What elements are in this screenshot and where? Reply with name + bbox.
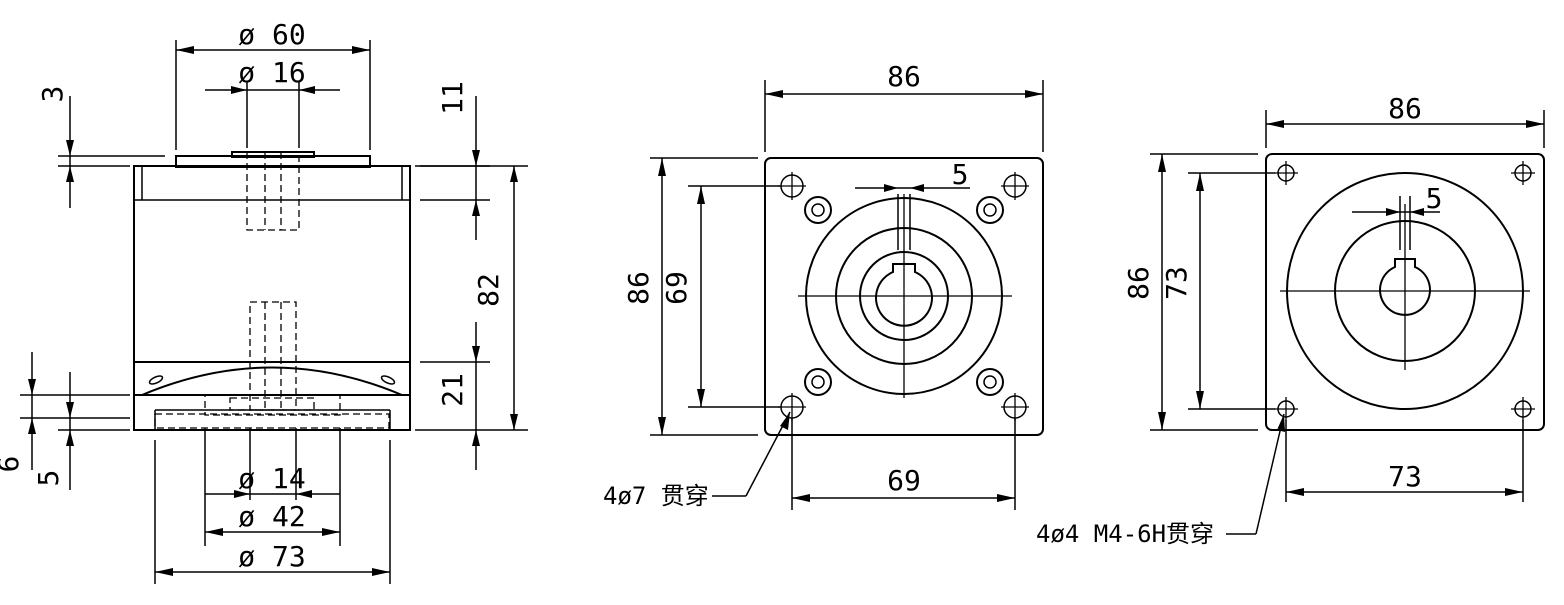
output-hole-note: 4ø7 贯穿 xyxy=(603,482,709,510)
dim-top-plate: 11 xyxy=(436,81,469,115)
input-face-view: 86 86 73 73 5 4ø4 M4-6H贯穿 xyxy=(1036,92,1545,548)
input-face-outline xyxy=(1265,153,1545,431)
dim-input-pitch-v: 73 xyxy=(1160,266,1193,300)
flange-dome xyxy=(141,366,403,396)
dim-input-height: 86 xyxy=(1122,266,1155,300)
dim-top-step: 3 xyxy=(36,86,69,103)
dim-output-height: 86 xyxy=(622,271,655,305)
hidden-top-shaft xyxy=(246,151,300,231)
housing-body xyxy=(133,165,411,431)
dim-output-pitch-h: 69 xyxy=(887,464,921,497)
side-view: ø 60 ø 16 3 11 82 21 xyxy=(0,18,528,584)
dim-bottom-flange-dia: ø 73 xyxy=(238,540,305,573)
dim-output-width: 86 xyxy=(887,60,921,93)
dim-input-keyway: 5 xyxy=(1426,182,1443,215)
dim-bottom-shaft-dia: ø 14 xyxy=(238,462,305,495)
dim-input-width: 86 xyxy=(1388,92,1422,125)
dim-base-step-inner: 5 xyxy=(32,470,65,487)
hidden-boss xyxy=(204,394,341,416)
output-shaft-bore xyxy=(875,263,933,327)
dim-base-step: 6 xyxy=(0,456,25,473)
output-face-outline xyxy=(764,157,1044,436)
dim-top-shaft-dia: ø 16 xyxy=(238,56,305,89)
tapped-hole-group xyxy=(1274,161,1535,421)
dim-total-height: 82 xyxy=(472,273,505,307)
input-hole-note: 4ø4 M4-6H贯穿 xyxy=(1036,520,1214,548)
dim-lower-section: 21 xyxy=(436,373,469,407)
input-shaft-bore xyxy=(1379,258,1431,316)
dim-bottom-boss-dia: ø 42 xyxy=(238,500,305,533)
dim-top-outer-dia: ø 60 xyxy=(238,18,305,51)
top-shaft-collar xyxy=(231,151,315,158)
hidden-bottom-shaft xyxy=(249,301,297,411)
mounting-hole-group xyxy=(778,172,1029,421)
dim-output-keyway: 5 xyxy=(952,158,969,191)
dim-output-pitch-v: 69 xyxy=(660,271,693,305)
output-face-view: 86 86 69 69 5 4ø7 贯穿 xyxy=(603,60,1044,510)
dim-input-pitch-h: 73 xyxy=(1388,460,1422,493)
